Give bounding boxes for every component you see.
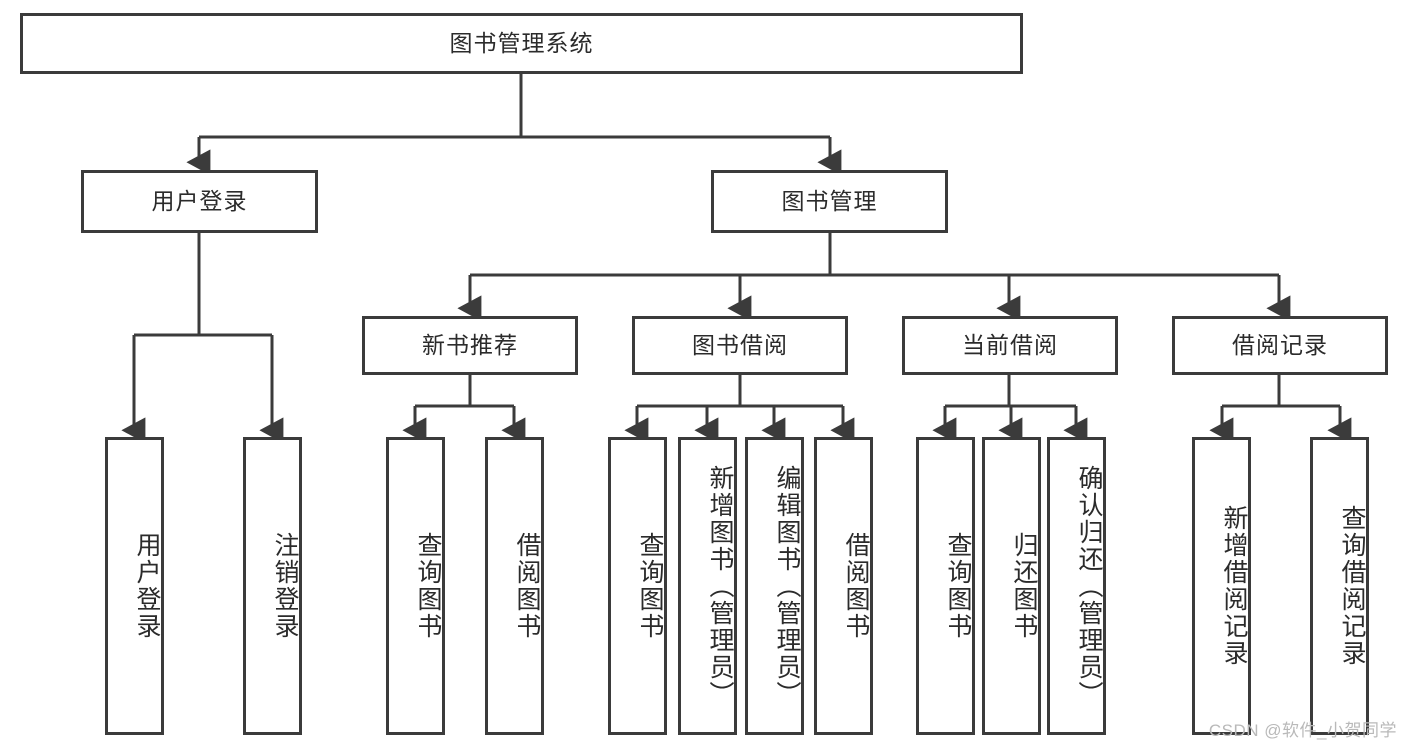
node-leaf-query-book-3[interactable]: 查询图书 [916,437,975,735]
node-label: 查询图书 [944,532,972,640]
node-label: 确认归还（管理员） [1075,464,1103,708]
node-label: 借阅记录 [1232,331,1328,358]
node-leaf-edit-book[interactable]: 编辑图书（管理员） [745,437,804,735]
node-leaf-borrow-book-2[interactable]: 借阅图书 [814,437,873,735]
node-label: 用户登录 [133,532,161,640]
node-label: 新增借阅记录 [1220,505,1248,667]
node-label: 当前借阅 [962,331,1058,358]
node-label: 归还图书 [1010,532,1038,640]
node-borrow-record[interactable]: 借阅记录 [1172,316,1388,375]
node-label: 查询借阅记录 [1338,505,1366,667]
node-new-book-recommend[interactable]: 新书推荐 [362,316,578,375]
node-current-borrow[interactable]: 当前借阅 [902,316,1118,375]
node-label: 注销登录 [271,532,299,640]
node-user-login[interactable]: 用户登录 [81,170,318,233]
node-label: 编辑图书（管理员） [773,464,801,708]
node-leaf-borrow-book-1[interactable]: 借阅图书 [485,437,544,735]
watermark: CSDN @软件_小贺同学 [1208,721,1397,740]
node-label: 图书管理 [781,187,878,214]
node-label: 图书借阅 [692,331,788,358]
node-label: 新增图书（管理员） [706,464,734,708]
node-leaf-add-book[interactable]: 新增图书（管理员） [678,437,737,735]
node-leaf-query-book-1[interactable]: 查询图书 [386,437,445,735]
node-label: 借阅图书 [513,532,541,640]
node-leaf-logout-login[interactable]: 注销登录 [243,437,302,735]
node-leaf-return-book[interactable]: 归还图书 [982,437,1041,735]
node-leaf-user-login[interactable]: 用户登录 [105,437,164,735]
node-label: 查询图书 [414,532,442,640]
node-system-root[interactable]: 图书管理系统 [20,13,1023,74]
node-book-management[interactable]: 图书管理 [711,170,948,233]
node-label: 查询图书 [636,532,664,640]
node-label: 图书管理系统 [449,29,594,56]
node-label: 新书推荐 [422,331,518,358]
node-leaf-add-borrow-record[interactable]: 新增借阅记录 [1192,437,1251,735]
node-label: 用户登录 [151,187,248,214]
node-label: 借阅图书 [842,532,870,640]
node-book-borrow[interactable]: 图书借阅 [632,316,848,375]
node-leaf-query-book-2[interactable]: 查询图书 [608,437,667,735]
node-leaf-query-borrow-record[interactable]: 查询借阅记录 [1310,437,1369,735]
node-leaf-confirm-return[interactable]: 确认归还（管理员） [1047,437,1106,735]
